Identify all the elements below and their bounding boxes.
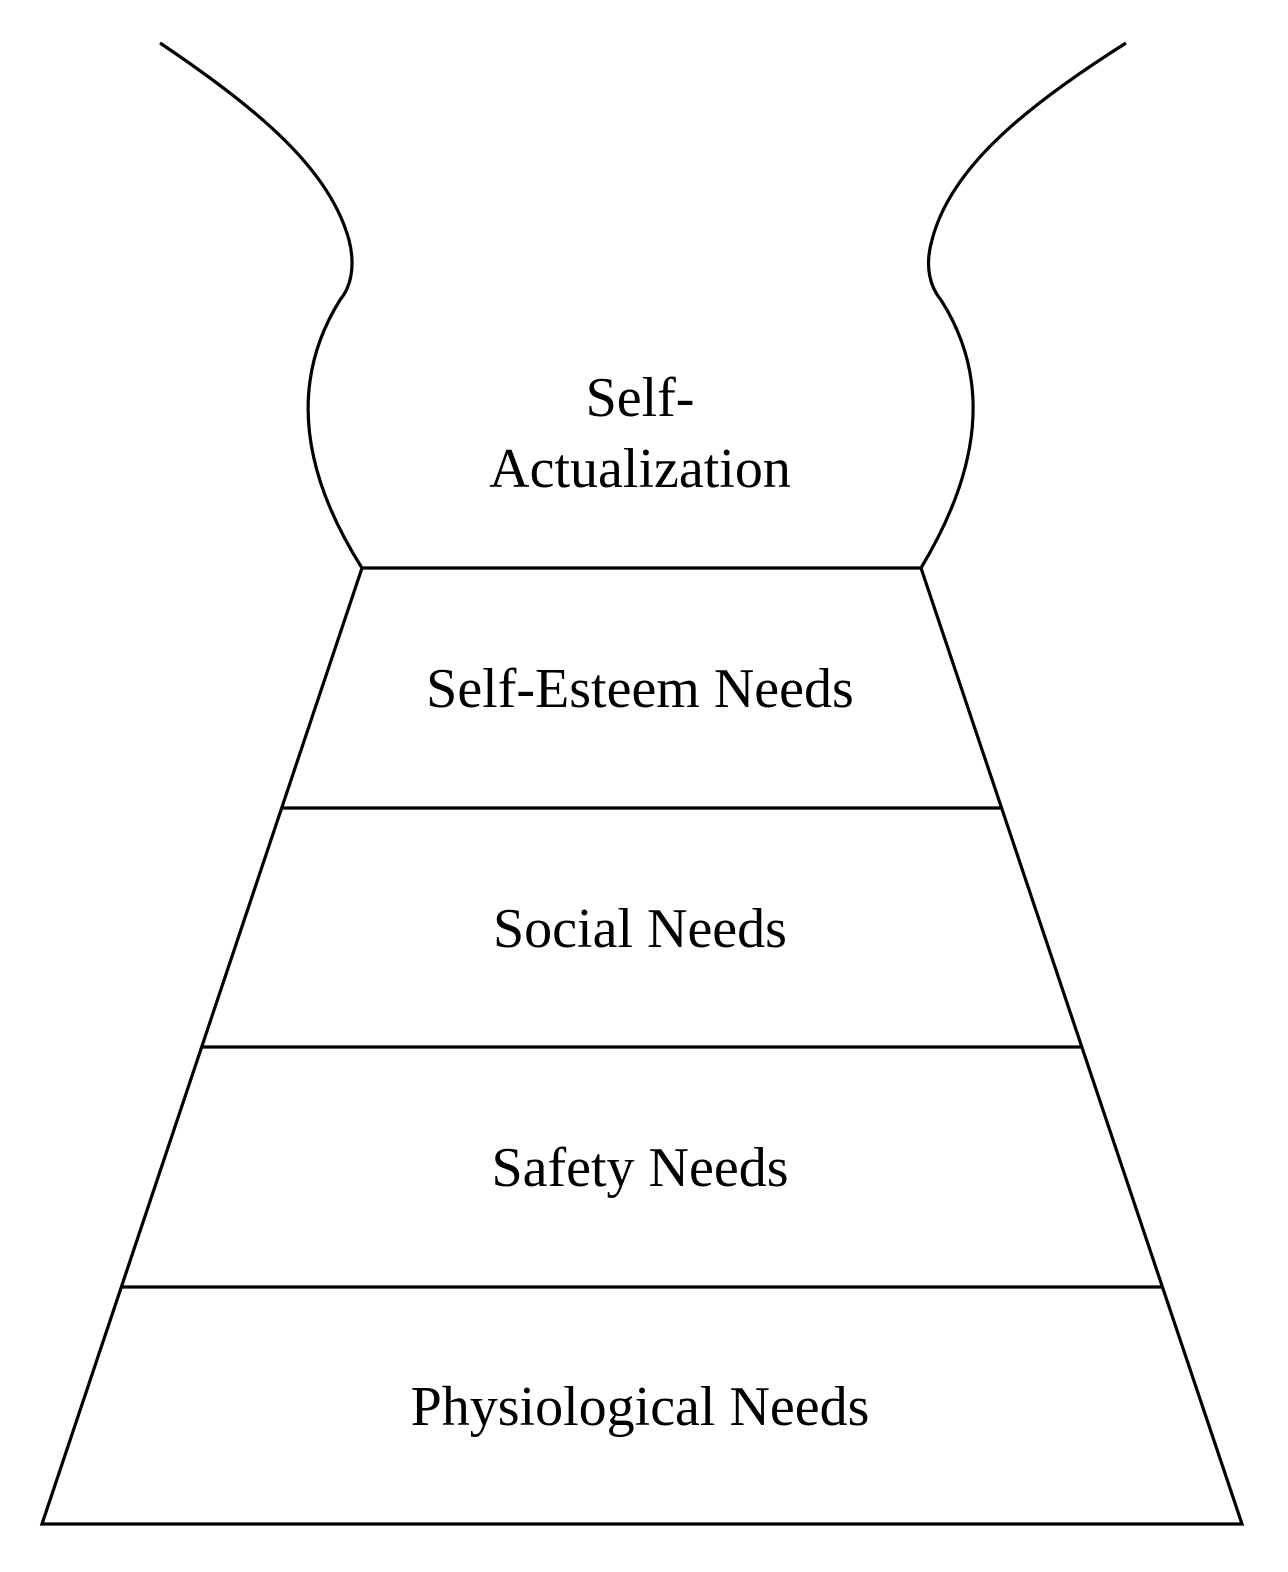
level-label-self-esteem: Self-Esteem Needs (426, 658, 854, 720)
level-label-safety: Safety Needs (491, 1137, 788, 1199)
level-label-self-actualization-line-2: Actualization (489, 438, 791, 500)
level-label-social: Social Needs (493, 898, 787, 960)
level-label-physiological: Physiological Needs (411, 1376, 870, 1438)
level-label-self-actualization-line-1: Self- (586, 367, 695, 429)
